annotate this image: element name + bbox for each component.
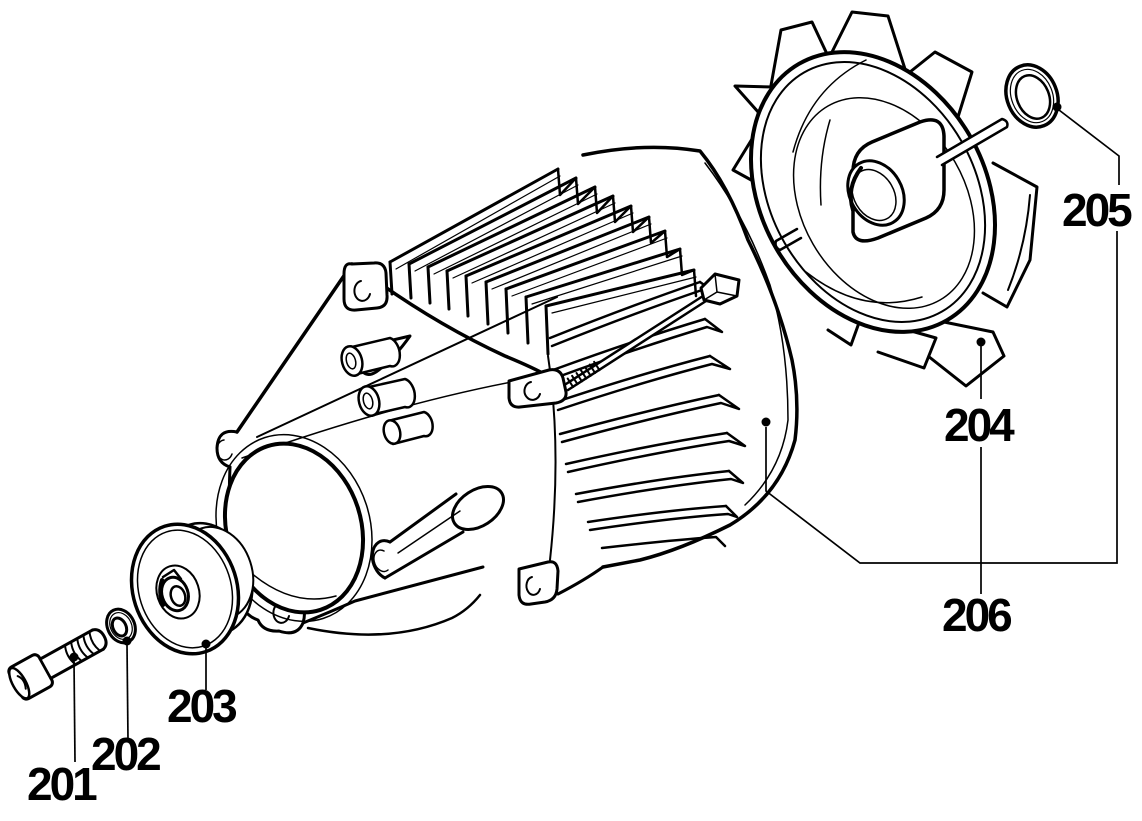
right-lug-hole-icon [523, 381, 541, 401]
fan-rim-inner [759, 61, 987, 323]
leader-201 [73, 660, 76, 763]
casting-seam-upper [256, 296, 558, 438]
screw-tip [91, 628, 108, 651]
cable-bushings [340, 336, 434, 446]
bell-housing [215, 261, 568, 636]
fan-blade-inner-line [1007, 194, 1031, 291]
fan-shaft-rod [935, 117, 1009, 167]
fan-blade [926, 320, 1006, 388]
callout-label-202: 202 [91, 728, 160, 780]
bore-inner-shading [249, 571, 337, 600]
bottom-lug-hole-icon [525, 576, 541, 596]
leader-205 [1058, 109, 1120, 185]
callout-label-204: 204 [944, 399, 1015, 451]
fin-pack-top-edges [388, 167, 696, 308]
dot-201 [69, 652, 79, 662]
fin-side-bands [548, 280, 747, 550]
ring-inner [1014, 74, 1052, 120]
dot-202 [122, 636, 132, 646]
top-ear-hole-icon [353, 280, 371, 302]
callout-leader-lines [69, 102, 1120, 763]
tie-rod-end-block [699, 272, 741, 306]
screw-head-face [7, 666, 31, 700]
dot-206 [761, 417, 771, 427]
ring-mid [1009, 68, 1055, 124]
tie-rod-threads [566, 360, 601, 388]
dot-205 [1052, 102, 1062, 112]
fan-blade [981, 161, 1039, 309]
disc-shaft-hole-inner [169, 584, 187, 608]
fan-blade [733, 84, 775, 115]
corner-ear-hole-icon [215, 439, 233, 461]
motor-end-inner-ring [704, 162, 789, 506]
screw-threads [64, 631, 101, 665]
callout-labels: 201 202 203 204 205 206 [27, 184, 1135, 810]
dot-203 [201, 639, 211, 649]
disc-boss [155, 564, 201, 620]
bell-top-ear [342, 261, 389, 312]
screw-socket-icon [16, 675, 27, 690]
screw [7, 628, 108, 701]
fan-blades [731, 10, 1039, 388]
fan-dish [792, 96, 976, 310]
fan-blade [731, 137, 755, 183]
washer-inner [110, 616, 129, 638]
motor-body [376, 145, 799, 596]
right-lug [507, 368, 568, 409]
fan-hub-bore-edge [848, 166, 863, 212]
motor-bottom-edge [556, 565, 605, 596]
sealing-ring [1004, 63, 1060, 129]
leader-205-206 [765, 231, 1118, 564]
callout-label-206: 206 [942, 589, 1011, 641]
bell-scoop-boss [370, 485, 505, 580]
leader-202 [126, 644, 129, 741]
bearing-cover [129, 521, 255, 656]
dot-204 [976, 337, 986, 347]
bottom-lug [517, 560, 560, 606]
callout-label-201: 201 [27, 758, 97, 810]
callout-label-203: 203 [167, 680, 236, 732]
bell-plate-top-edge [235, 262, 354, 434]
scoop-end-cap [451, 485, 505, 531]
bell-foot-line [306, 593, 482, 636]
motor-shoulder [376, 280, 550, 378]
fan-left-stub [774, 227, 803, 252]
fan-blade [908, 50, 974, 119]
callout-label-205: 205 [1062, 184, 1132, 236]
motor-end-silhouette [581, 145, 799, 569]
bell-plate-corner-ear [215, 429, 239, 469]
fan-wheel [731, 10, 1039, 388]
disc-keyway-notch [161, 568, 183, 581]
tie-rod [564, 272, 741, 392]
fin-pack-thin-lines [395, 175, 697, 314]
fin-left-end-faces [388, 260, 550, 356]
fin-right-end-faces [556, 167, 698, 298]
disc-hole-edge [158, 578, 165, 607]
